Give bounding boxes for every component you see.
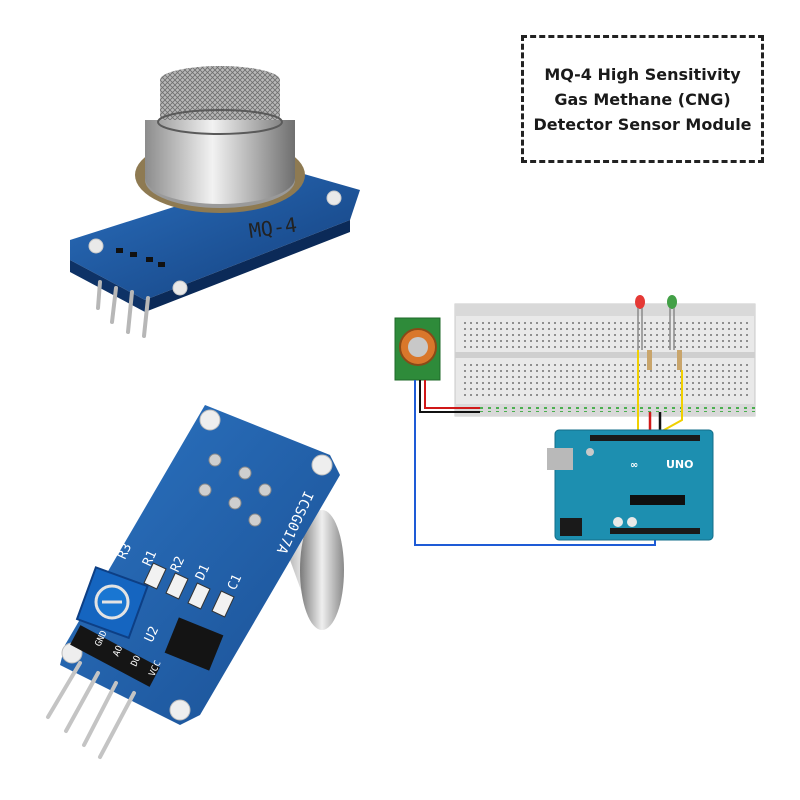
mount-hole bbox=[311, 454, 333, 476]
led-red bbox=[635, 295, 645, 350]
label-u2: U2 bbox=[142, 624, 162, 645]
led-green bbox=[667, 295, 677, 350]
wire-red-short bbox=[424, 380, 480, 409]
label-c1: C1 bbox=[225, 572, 245, 593]
resistor bbox=[677, 350, 682, 370]
sensor-module-front: MQ-4 bbox=[70, 66, 360, 338]
wire-black bbox=[419, 380, 480, 413]
title-line-3: Detector Sensor Module bbox=[533, 114, 752, 134]
sensor-module-back: R3 R1 R2 D1 C1 ICSG017A U2 GND AO DO VCC bbox=[46, 405, 344, 759]
pcb-board bbox=[70, 170, 360, 300]
title-line-1: MQ-4 High Sensitivity bbox=[544, 64, 741, 84]
arduino-board bbox=[554, 429, 714, 541]
arduino-label: ∞ bbox=[630, 460, 638, 471]
pcb-board bbox=[60, 405, 340, 725]
header-pins bbox=[96, 280, 150, 338]
mount-hole bbox=[172, 280, 188, 296]
label-r2: R2 bbox=[168, 554, 188, 575]
digital-header bbox=[590, 435, 700, 441]
pin-header bbox=[70, 625, 160, 687]
power-jack bbox=[560, 518, 582, 536]
mount-hole bbox=[169, 699, 191, 721]
board-name: UNO bbox=[666, 458, 694, 471]
pin-label-ao: AO bbox=[112, 644, 126, 658]
resistor bbox=[647, 350, 652, 370]
pin-label-do: DO bbox=[130, 654, 144, 668]
microcontroller bbox=[630, 495, 685, 505]
circuit-diagram: ∞ UNO bbox=[394, 295, 756, 546]
mount-hole bbox=[199, 409, 221, 431]
mount-hole bbox=[88, 238, 104, 254]
analog-header bbox=[610, 528, 700, 534]
header-pins bbox=[46, 661, 136, 759]
smd-components bbox=[143, 562, 235, 618]
label-r3: R3 bbox=[115, 541, 135, 562]
label-r1: R1 bbox=[140, 548, 160, 569]
mount-hole bbox=[326, 190, 342, 206]
usb-port bbox=[547, 448, 573, 470]
solder-joints bbox=[198, 453, 272, 527]
label-d1: D1 bbox=[193, 562, 213, 583]
title-line-2: Gas Methane (CNG) bbox=[554, 89, 731, 109]
ic-chip bbox=[164, 617, 224, 671]
breadboard-holes bbox=[460, 320, 750, 400]
title-box: MQ-4 High Sensitivity Gas Methane (CNG) … bbox=[521, 35, 764, 163]
